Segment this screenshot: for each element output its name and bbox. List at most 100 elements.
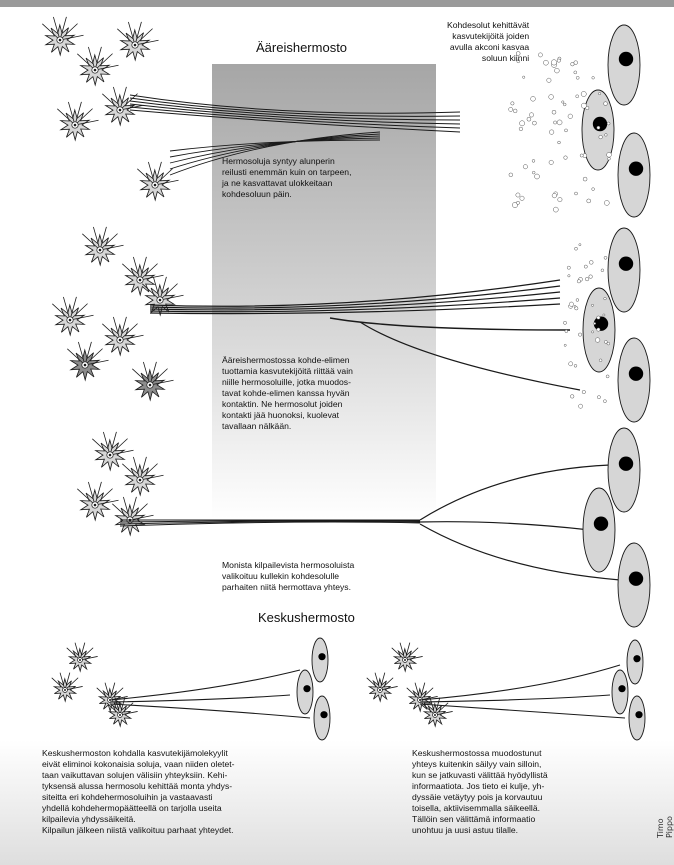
neuron-nucleolus [69,319,72,322]
growth-factor-dot [558,141,561,144]
growth-factor-dot [607,342,610,345]
growth-factor-dot [532,171,535,174]
growth-factor-dot [569,302,573,306]
growth-factor-dot [599,135,603,139]
growth-factor-dot [597,316,600,319]
neuron-cell [97,683,128,712]
neuron-nucleolus [94,504,97,507]
growth-factor-dot [579,404,583,408]
growth-factor-dot [608,157,611,160]
growth-factor-dot [581,91,586,96]
growth-factor-dot [558,197,562,201]
growth-factor-dot [563,103,566,106]
shaded-panel [212,64,436,519]
growth-factor-dot [583,177,587,181]
growth-factor-dot [589,261,593,265]
neuron-cell [102,87,143,125]
target-cell-nucleus [629,572,643,586]
growth-factor-dot [516,201,519,204]
growth-factor-dot [584,265,587,268]
neuron-nucleolus [119,714,121,716]
target-cell-nucleus [629,162,643,176]
growth-factor-dot [574,364,577,367]
growth-factor-dot [547,78,551,82]
neuron-nucleolus [99,249,102,252]
growth-factor-dot [570,395,574,399]
neuron-nucleolus [434,714,436,716]
growth-factor-dot [605,134,608,137]
target-cell [612,670,628,714]
target-cell [583,488,615,572]
neuron-nucleolus [109,454,112,457]
growth-factor-dot [552,193,557,198]
target-cell [312,638,328,682]
growth-factor-dot [565,129,568,132]
neuron-nucleolus [379,689,381,691]
growth-factor-dot [592,188,595,191]
axon [110,704,310,718]
growth-factor-dot [523,165,527,169]
growth-factor-dot [523,76,525,78]
target-cell [618,543,650,627]
growth-factor-dot [604,256,607,259]
growth-factor-dot [564,156,568,160]
growth-factor-dot [591,304,593,306]
neuron-cell [52,673,83,702]
axon [420,522,590,530]
target-cell [627,640,643,684]
target-cell-nucleus [594,517,608,531]
growth-factor-dot [549,160,553,164]
growth-factor-dot [582,390,585,393]
neuron-nucleolus [64,689,66,691]
growth-factor-dot [538,53,542,57]
growth-factor-dot [569,362,573,366]
text-target-cells: Kohdesolut kehittävät kasvutekijöitä joi… [447,20,529,64]
target-cell [629,696,645,740]
growth-factor-dot [587,199,591,203]
growth-factor-dot [595,338,600,343]
target-cell-nucleus [618,685,625,692]
target-cell-nucleus [303,685,310,692]
growth-factor-dot [531,96,536,101]
neuron-nucleolus [404,659,406,661]
growth-factor-dot [516,193,520,197]
heading-central: Keskushermosto [258,610,355,625]
growth-factor-dot [552,110,556,114]
neuron-nucleolus [79,659,81,661]
growth-factor-dot [592,77,595,80]
growth-factor-dot [551,60,556,65]
target-cell-body [297,670,313,714]
target-cell-body [312,638,328,682]
growth-factor-dot [597,328,600,331]
growth-factor-dot [511,102,514,105]
axon [420,465,610,520]
target-cell [608,25,640,105]
text-stage-2: Ääreishermostossa kohde-elimen tuottamia… [222,355,353,432]
growth-factor-dot [520,121,525,126]
growth-factor-dot [565,330,568,333]
growth-factor-dot [603,400,606,403]
growth-factor-dot [562,101,564,103]
growth-factor-dot [578,333,581,336]
growth-factor-dot [571,62,575,66]
target-cell-body [627,640,643,684]
growth-factor-dot [532,160,535,163]
growth-factor-dot [576,299,579,302]
neuron-cell [42,17,83,55]
growth-factor-dot [557,59,560,62]
target-cell-nucleus [619,52,633,66]
growth-factor-dot [575,247,578,250]
growth-factor-dot [574,71,577,74]
growth-factor-dot [607,122,610,125]
target-cell-nucleus [593,117,607,131]
neuron-cell [117,22,158,60]
neuron-nucleolus [159,299,162,302]
growth-factor-dot [554,121,557,124]
text-stage-3: Monista kilpailevista hermosoluista vali… [222,560,354,593]
growth-factor-dot [529,113,533,117]
target-cell [608,228,640,312]
growth-factor-dot [604,200,609,205]
target-cell-nucleus [629,367,643,381]
target-cell [618,338,650,422]
